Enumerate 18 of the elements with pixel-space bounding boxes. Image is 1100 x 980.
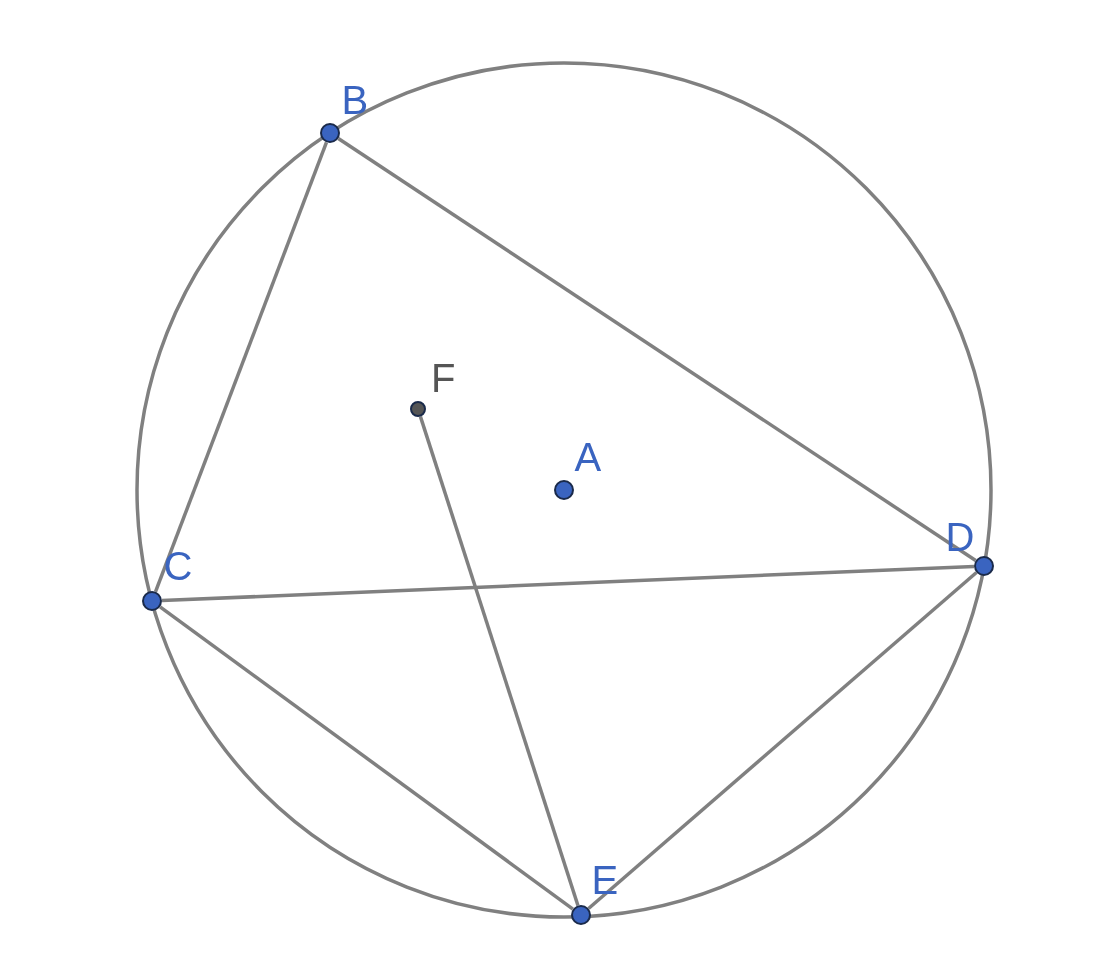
point-label: C [163, 546, 193, 586]
point-label: F [431, 358, 456, 398]
point-dot [142, 591, 162, 611]
line-segment [161, 564, 975, 603]
point-dot [410, 401, 426, 417]
point-label: D [945, 517, 975, 557]
point-label: B [341, 80, 369, 120]
point-dot [554, 480, 574, 500]
point-dot [974, 556, 994, 576]
point-label: E [591, 860, 619, 900]
point-dot [320, 123, 340, 143]
line-segment [153, 141, 329, 593]
line-segment [418, 416, 580, 906]
line-segment [337, 137, 977, 562]
line-segment [587, 571, 978, 910]
line-segment [159, 605, 574, 911]
point-dot [571, 905, 591, 925]
point-label: A [574, 437, 602, 477]
